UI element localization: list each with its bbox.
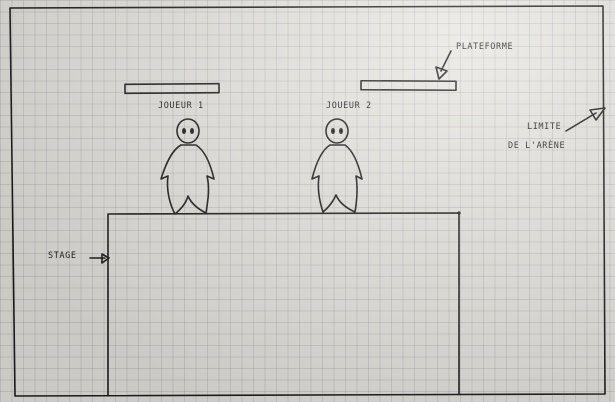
player1-body xyxy=(160,144,215,215)
player2-figure xyxy=(311,118,363,213)
player2-label: JOUEUR 2 xyxy=(326,101,372,111)
platform-label: PLATEFORME xyxy=(456,42,513,52)
stage-block xyxy=(107,212,460,396)
player1-label: JOUEUR 1 xyxy=(158,101,204,111)
platform-left xyxy=(124,82,220,95)
player1-eye-right xyxy=(190,128,194,134)
player1-head xyxy=(176,118,200,144)
stage-corner-dot xyxy=(457,211,461,215)
arena-boundary xyxy=(9,5,606,397)
arena-limit-label-line1: LIMITE xyxy=(527,122,561,132)
player2-eye-left xyxy=(331,128,335,134)
player1-eye-left xyxy=(182,128,186,134)
platform-right xyxy=(360,79,457,92)
arena-limit-label-line2: DE L'ARÈNE xyxy=(508,139,565,151)
player2-body xyxy=(311,144,363,213)
player2-head xyxy=(325,118,349,144)
arena-limit-arrow xyxy=(565,107,606,132)
stage-arrow xyxy=(89,253,110,264)
platform-arrow xyxy=(435,50,452,80)
player1-figure xyxy=(160,118,215,215)
player2-eye-right xyxy=(339,128,343,134)
stage-label: STAGE xyxy=(48,251,77,261)
